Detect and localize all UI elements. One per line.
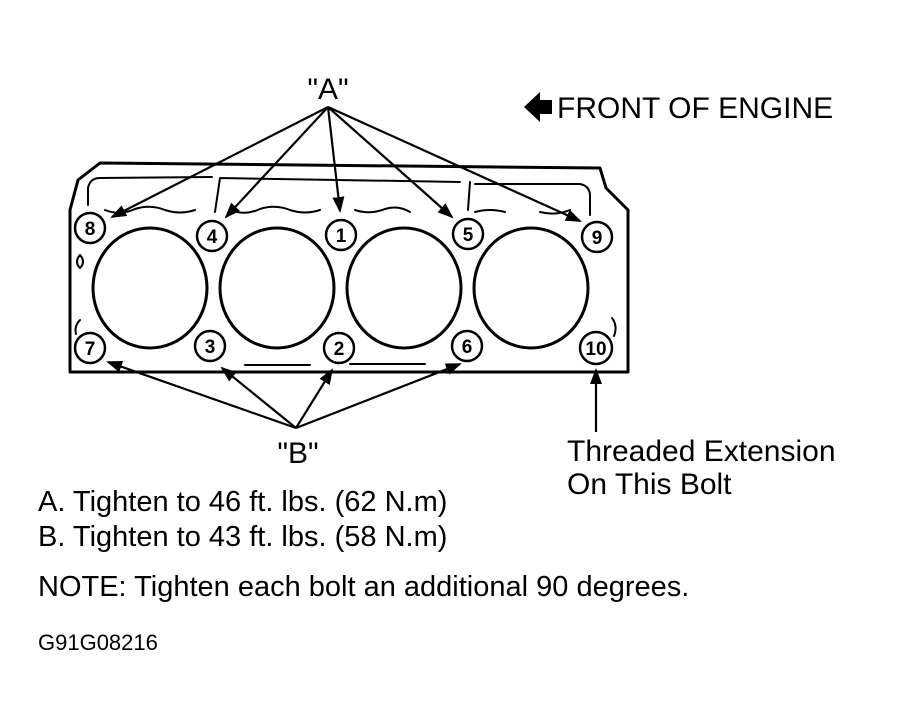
cylinder-bores: [91, 226, 590, 350]
bolt-4: 4: [195, 219, 229, 253]
bolt-6: 6: [450, 329, 484, 363]
cylinder-bore-2: [218, 226, 336, 350]
bolt-number: 9: [592, 228, 603, 249]
figure-code: G91G08216: [38, 630, 158, 655]
cylinder-head-outline: [68, 161, 630, 374]
front-of-engine-label: FRONT OF ENGINE: [557, 92, 833, 125]
bolt-5: 5: [451, 217, 485, 251]
bolt-2: 2: [322, 331, 356, 365]
bolt-number: 1: [336, 226, 347, 247]
bolt-number: 6: [462, 337, 473, 358]
bolt-9: 9: [580, 220, 614, 254]
bolt-number: 10: [585, 339, 606, 360]
front-arrow-icon: [524, 92, 552, 122]
bolt-3: 3: [193, 329, 227, 363]
bolt-7: 7: [73, 331, 107, 365]
arrows-group-a: [110, 105, 582, 223]
cylinder-bore-1: [91, 226, 209, 350]
bolt-number: 3: [205, 337, 216, 358]
bolt-number: 7: [85, 339, 96, 360]
group-a-label: "A": [307, 73, 348, 106]
extension-note-line1: Threaded Extension: [567, 435, 836, 468]
bolt-number: 4: [207, 227, 218, 248]
bolt-8: 8: [73, 211, 107, 245]
arrows-group-b: [106, 360, 462, 430]
group-b-label: "B": [277, 437, 318, 470]
bolt-number: 2: [334, 339, 345, 360]
bolt-number: 8: [85, 219, 96, 240]
cylinder-bore-4: [472, 226, 590, 350]
cylinder-bore-3: [345, 226, 463, 350]
bolt-number: 5: [463, 225, 474, 246]
bolt-1: 1: [324, 218, 358, 252]
extension-note-line2: On This Bolt: [567, 468, 732, 501]
bolt-10: 10: [578, 330, 614, 366]
spec-a: A. Tighten to 46 ft. lbs. (62 N.m): [38, 486, 447, 518]
tightening-note: NOTE: Tighten each bolt an additional 90…: [38, 571, 689, 603]
spec-b: B. Tighten to 43 ft. lbs. (58 N.m): [38, 521, 447, 553]
